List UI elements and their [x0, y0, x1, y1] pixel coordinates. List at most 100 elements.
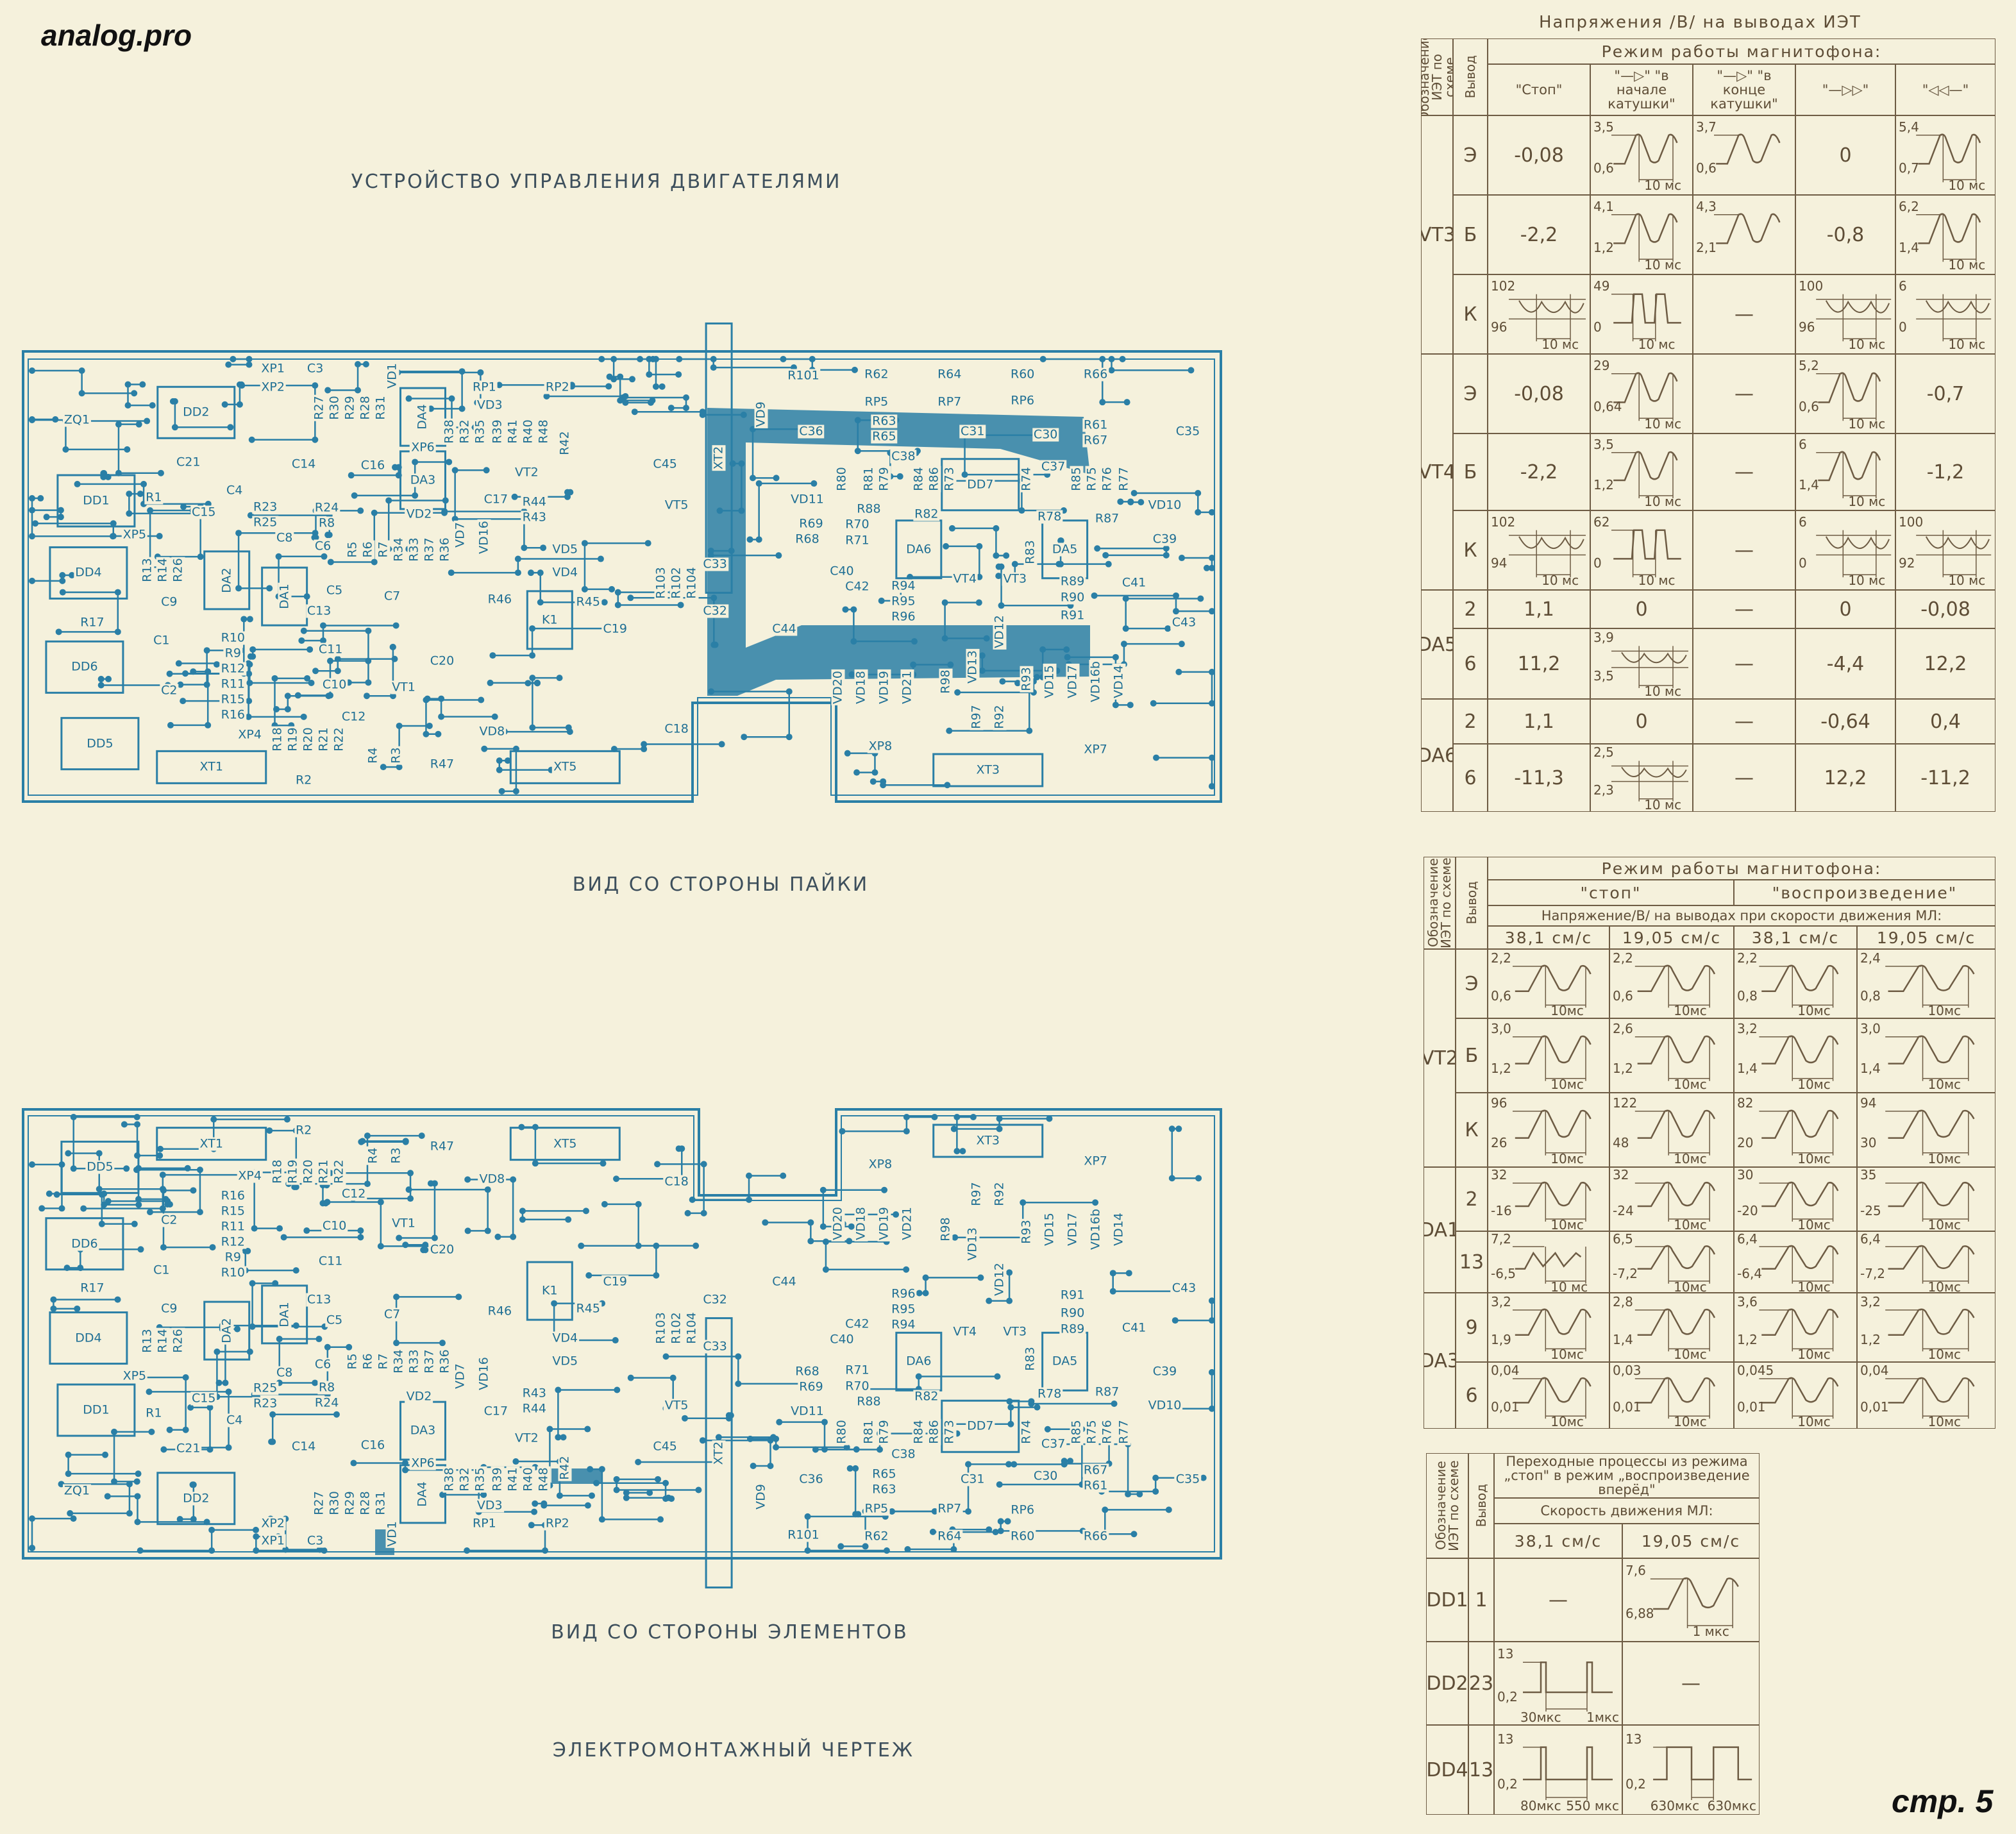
pcb-pad: [133, 1114, 140, 1120]
solder-side-component-c41: C41: [1120, 575, 1148, 590]
table1-pin-cell: К: [1453, 274, 1488, 354]
component-designator: DA5: [1422, 633, 1452, 656]
component-side-component-r20: R20: [301, 1158, 315, 1185]
pcb-trace: [276, 694, 329, 711]
pcb-pad: [668, 405, 675, 412]
table3-value-cell: —: [1494, 1558, 1622, 1642]
pcb-pad: [846, 1238, 853, 1245]
component-side-component-xp2: XP2: [260, 1516, 286, 1531]
pcb-pad: [166, 1426, 173, 1433]
component-side-component-vd2: VD2: [405, 1389, 433, 1404]
pcb-pad: [205, 668, 212, 675]
solder-side-component-rp6: RP6: [1009, 393, 1036, 408]
waveform-line: [1761, 1181, 1839, 1207]
solder-side-component-r63: R63: [871, 414, 898, 428]
speed-label: 38,1 см/с: [1514, 1531, 1602, 1551]
component-side-xt5-outline: [509, 1127, 621, 1161]
pcb-trace: [1000, 1520, 1083, 1532]
mode-label: "—▷" "в начале катушки": [1608, 68, 1676, 112]
pcb-trace: [31, 1517, 74, 1548]
solder-side-component-vt3: VT3: [1002, 571, 1029, 586]
pcb-trace: [1156, 757, 1213, 787]
component-side-component-da6: DA6: [905, 1354, 933, 1368]
pcb-pad: [362, 361, 369, 368]
waveform-line: [1942, 135, 1977, 183]
component-side-component-r19: R19: [285, 1158, 300, 1185]
component-side-component-c15: C15: [190, 1391, 217, 1406]
pcb-pad: [528, 569, 535, 576]
waveform-line: [1545, 1747, 1588, 1800]
pcb-pad: [821, 1418, 828, 1426]
pcb-trace: [750, 482, 814, 541]
solder-side-component-r10: R10: [219, 630, 247, 645]
waveform-line: [1842, 530, 1877, 578]
component-side-component-vd19: VD19: [877, 1205, 891, 1241]
table1-title: Напряжения /В/ на выводах ИЭТ: [1539, 13, 1861, 32]
voltage-value: 0: [1635, 598, 1648, 621]
waveform-sine: [1513, 964, 1592, 1008]
pcb-pad: [953, 1148, 961, 1155]
component-side-component-r94: R94: [890, 1317, 917, 1332]
waveform-line: [1922, 1183, 1969, 1222]
solder-side-component-xp1: XP1: [260, 361, 286, 376]
waveform-period-label: 10мс: [1674, 1217, 1707, 1231]
pcb-pad: [135, 421, 142, 428]
waveform-line: [1613, 213, 1678, 244]
pcb-pad: [746, 1172, 753, 1179]
pcb-trace: [825, 1241, 907, 1271]
table2-pin-cell: 2: [1456, 1167, 1488, 1231]
waveform-sine: [1634, 1035, 1716, 1081]
pcb-pad: [762, 1219, 769, 1226]
voltage-value: 12,2: [1824, 766, 1867, 789]
pcb-pad: [268, 1438, 275, 1445]
pcb-trace: [77, 483, 208, 505]
waveform-line: [1632, 530, 1656, 578]
waveform-high-value: 102: [1491, 514, 1516, 530]
pcb-pad: [773, 1443, 780, 1451]
component-side-component-r86: R86: [927, 1418, 941, 1446]
waveform-low-value: 0,2: [1625, 1776, 1646, 1792]
pcb-pad: [1039, 646, 1046, 653]
solder-side-xt3-outline: [932, 753, 1044, 787]
pcb-pad: [837, 1543, 844, 1550]
pcb-pad: [551, 1300, 558, 1307]
waveform-line: [1668, 966, 1710, 1008]
pcb-pad: [537, 569, 544, 576]
waveform-high-value: 6: [1899, 278, 1907, 294]
pcb-pad: [377, 1199, 384, 1206]
waveform-period-label: 10мс: [1928, 1150, 1961, 1166]
pcb-trace: [425, 699, 482, 736]
pcb-pad: [880, 778, 887, 785]
pcb-pad: [1007, 1420, 1014, 1427]
pcb-pad: [134, 1121, 141, 1128]
pcb-pad: [862, 1543, 869, 1550]
table2-pin-cell: 13: [1456, 1231, 1488, 1293]
pcb-pad: [245, 713, 252, 720]
speed-column-header: 38,1 см/с: [1488, 926, 1609, 949]
pcb-pad: [695, 1486, 702, 1493]
solder-side-component-c45: C45: [651, 457, 678, 471]
component-side-component-xt3: XT3: [975, 1133, 1001, 1148]
component-side-component-r83: R83: [1023, 1345, 1037, 1372]
component-side-component-vd15: VD15: [1042, 1211, 1057, 1247]
pcb-pad: [266, 1127, 273, 1134]
pcb-pad: [484, 1227, 491, 1234]
component-side-component-vd9: VD9: [753, 1483, 768, 1511]
pcb-pad: [402, 1241, 409, 1249]
waveform-line: [1613, 133, 1678, 165]
table1-pin-cell: 2: [1453, 590, 1488, 628]
pcb-pad: [280, 1234, 287, 1241]
pin-label: 1: [1475, 1588, 1488, 1611]
pcb-trace: [532, 677, 569, 728]
pcb-pad: [1178, 641, 1185, 648]
pcb-pad: [710, 364, 717, 371]
pcb-pad: [246, 616, 253, 623]
pin-label: Э: [1463, 382, 1477, 405]
pcb-pad: [992, 1529, 999, 1536]
pcb-pad: [477, 369, 484, 376]
waveform-high-value: 6: [1799, 436, 1807, 452]
component-side-board-inner-outline: [28, 1115, 1215, 1552]
pcb-trace: [498, 759, 551, 771]
